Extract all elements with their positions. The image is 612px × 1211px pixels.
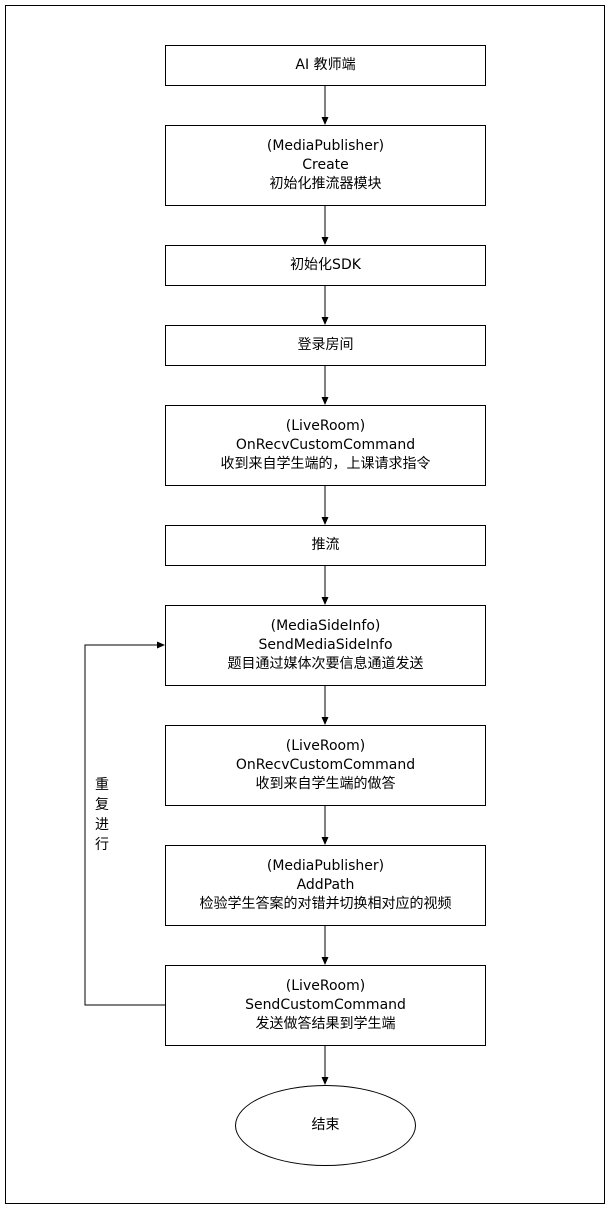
node-init-sdk: 初始化SDK	[165, 245, 486, 286]
node-create-publisher: (MediaPublisher) Create 初始化推流器模块	[165, 125, 486, 206]
node-recv-class-request-module: (LiveRoom)	[285, 418, 366, 434]
node-add-path-desc: 检验学生答案的对错并切换相对应的视频	[199, 896, 452, 912]
node-add-path-method: AddPath	[296, 877, 355, 893]
node-end: 结束	[235, 1085, 416, 1166]
loop-label: 重 复 进 行	[92, 775, 112, 855]
node-send-result-module: (LiveRoom)	[285, 978, 366, 994]
loop-label-char-2: 复	[95, 797, 109, 813]
node-send-result-method: SendCustomCommand	[245, 997, 406, 1013]
node-recv-answer-desc: 收到来自学生端的做答	[255, 776, 396, 792]
node-send-result-desc: 发送做答结果到学生端	[255, 1016, 396, 1032]
node-send-side-info-desc: 题目通过媒体次要信息通道发送	[227, 656, 424, 672]
node-ai-teacher-label: AI 教师端	[295, 57, 356, 73]
node-create-publisher-module: (MediaPublisher)	[266, 138, 385, 154]
node-recv-answer-method: OnRecvCustomCommand	[235, 757, 416, 773]
loop-label-char-4: 行	[95, 837, 109, 853]
node-send-side-info-method: SendMediaSideInfo	[258, 637, 393, 653]
node-recv-answer-module: (LiveRoom)	[285, 738, 366, 754]
node-add-path: (MediaPublisher) AddPath 检验学生答案的对错并切换相对应…	[165, 845, 486, 926]
node-add-path-module: (MediaPublisher)	[266, 858, 385, 874]
node-recv-answer: (LiveRoom) OnRecvCustomCommand 收到来自学生端的做…	[165, 725, 486, 806]
node-push-stream: 推流	[165, 525, 486, 566]
loop-back-arrow	[84, 641, 165, 1006]
node-send-side-info-module: (MediaSideInfo)	[270, 618, 381, 634]
node-send-side-info: (MediaSideInfo) SendMediaSideInfo 题目通过媒体…	[165, 605, 486, 686]
node-end-label: 结束	[311, 1117, 340, 1133]
node-create-publisher-method: Create	[302, 157, 349, 173]
node-login-room-label: 登录房间	[297, 337, 354, 353]
node-send-result: (LiveRoom) SendCustomCommand 发送做答结果到学生端	[165, 965, 486, 1046]
node-push-stream-label: 推流	[311, 537, 340, 553]
node-create-publisher-desc: 初始化推流器模块	[269, 176, 382, 192]
node-login-room: 登录房间	[165, 325, 486, 366]
loop-label-char-3: 进	[95, 817, 109, 833]
node-ai-teacher: AI 教师端	[165, 45, 486, 86]
loop-label-char-1: 重	[95, 777, 109, 793]
node-recv-class-request-desc: 收到来自学生端的，上课请求指令	[220, 456, 431, 472]
node-init-sdk-label: 初始化SDK	[290, 257, 361, 273]
diagram-frame	[5, 5, 605, 1204]
node-recv-class-request-method: OnRecvCustomCommand	[235, 437, 416, 453]
node-recv-class-request: (LiveRoom) OnRecvCustomCommand 收到来自学生端的，…	[165, 405, 486, 486]
